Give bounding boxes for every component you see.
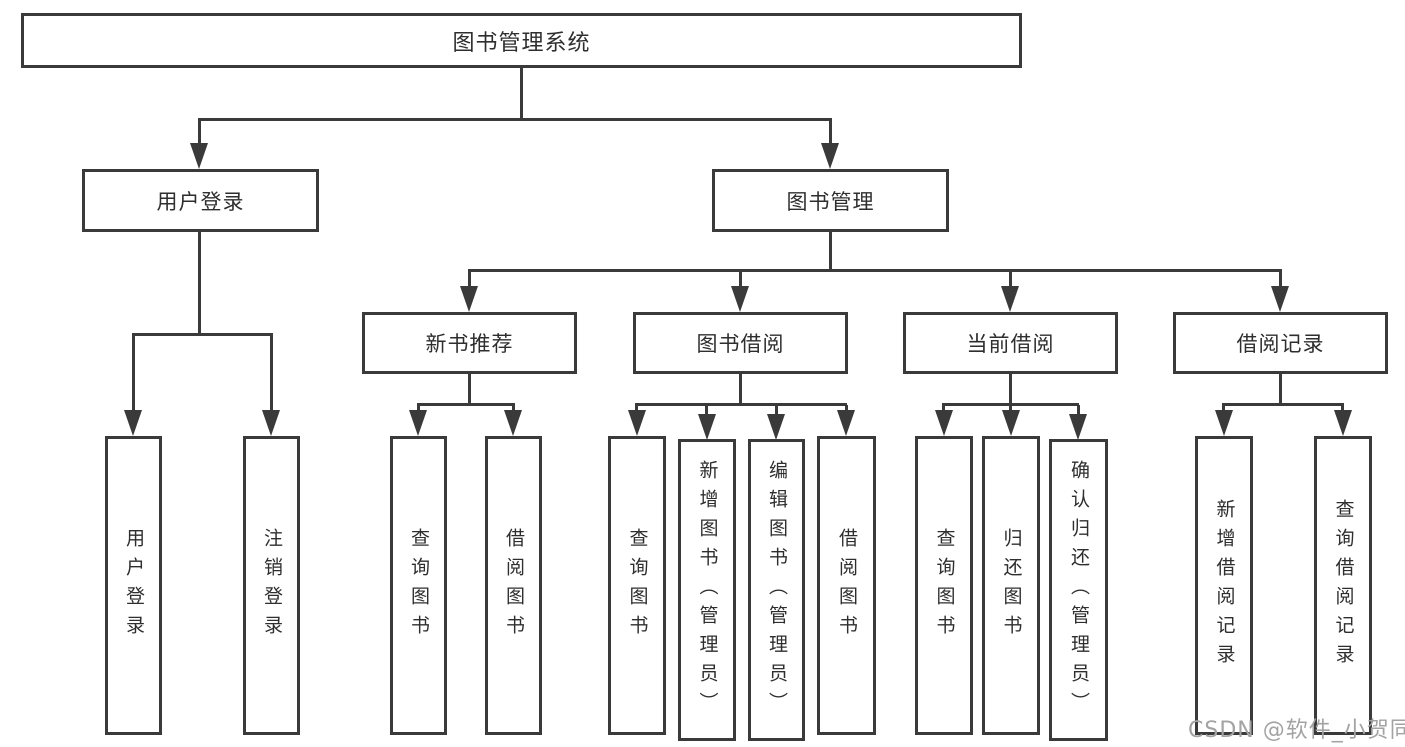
arrowhead-logout-leaf (262, 410, 280, 436)
node-borrowing-records: 借阅记录 (1173, 312, 1388, 374)
connector-drop-cb-query (942, 405, 945, 412)
arrowhead-bb-query (628, 410, 646, 436)
connector-drop-user-login (198, 120, 201, 145)
connector-root-rail (198, 118, 832, 121)
leaf-nb-borrow-books: 借阅图书 (485, 436, 542, 735)
connector-bookmgmt-stem (829, 232, 832, 271)
arrowhead-bb-borrow (837, 410, 855, 436)
csdn-watermark: CSDN @软件_小贺同学 (1188, 718, 1405, 743)
connector-borrowing-rail (635, 403, 847, 406)
arrowhead-cb-confirm (1069, 414, 1087, 440)
connector-drop-borrowing (739, 271, 742, 288)
connector-drop-cb-return (1009, 405, 1012, 412)
arrowhead-login-leaf (124, 410, 142, 436)
connector-drop-bb-borrow (845, 405, 848, 412)
arrowhead-book-mgmt (821, 143, 839, 169)
connector-drop-book-mgmt (829, 120, 832, 145)
connector-root-stem (520, 68, 523, 120)
leaf-bb-borrow-books: 借阅图书 (817, 436, 876, 735)
leaf-cb-query-books: 查询图书 (915, 436, 973, 735)
connector-drop-rec-add (1222, 405, 1225, 412)
arrowhead-nb-borrow (504, 410, 522, 436)
connector-newbooks-rail (417, 403, 515, 406)
node-book-management: 图书管理 (712, 169, 949, 232)
arrowhead-bb-edit (767, 414, 785, 440)
arrowhead-user-login (190, 143, 208, 169)
arrowhead-nb-query (409, 410, 427, 436)
arrowhead-current (1001, 286, 1019, 312)
connector-userlogin-stem (198, 232, 201, 335)
connector-drop-newbooks (468, 271, 471, 288)
leaf-cb-return-books: 归还图书 (982, 436, 1040, 735)
arrowhead-rec-query (1334, 410, 1352, 436)
connector-drop-login-leaf (132, 335, 135, 412)
leaf-cb-confirm-return-admin: 确认归还（管理员） (1049, 439, 1108, 741)
connector-drop-cb-confirm (1077, 405, 1080, 416)
arrowhead-newbooks (460, 286, 478, 312)
node-user-login: 用户登录 (82, 169, 319, 232)
connector-records-stem (1279, 374, 1282, 405)
node-root: 图书管理系统 (21, 13, 1022, 68)
leaf-bb-query-books: 查询图书 (608, 436, 666, 735)
connector-current-stem (1009, 374, 1012, 405)
connector-drop-records (1279, 271, 1282, 288)
leaf-bb-edit-books-admin: 编辑图书（管理员） (748, 439, 805, 741)
leaf-rec-query-record: 查询借阅记录 (1314, 436, 1372, 735)
leaf-logout: 注销登录 (243, 436, 300, 735)
connector-current-rail (942, 403, 1079, 406)
connector-drop-nb-query (417, 405, 420, 412)
connector-drop-bb-add (705, 405, 708, 416)
connector-records-rail (1222, 403, 1344, 406)
connector-drop-bb-query (635, 405, 638, 412)
arrowhead-bb-add (698, 414, 716, 440)
arrowhead-cb-query (935, 410, 953, 436)
node-new-book-recommend: 新书推荐 (362, 312, 577, 374)
arrowhead-cb-return (1002, 410, 1020, 436)
connector-drop-current (1009, 271, 1012, 288)
leaf-rec-add-record: 新增借阅记录 (1195, 436, 1253, 735)
arrowhead-borrowing (731, 286, 749, 312)
connector-drop-nb-borrow (512, 405, 515, 412)
connector-bookmgmt-rail (468, 269, 1282, 272)
connector-drop-rec-query (1341, 405, 1344, 412)
arrowhead-records (1271, 286, 1289, 312)
arrowhead-rec-add (1215, 410, 1233, 436)
node-book-borrowing: 图书借阅 (633, 312, 848, 374)
connector-drop-logout-leaf (270, 335, 273, 412)
leaf-nb-query-books: 查询图书 (390, 436, 447, 735)
leaf-user-login: 用户登录 (105, 436, 162, 735)
connector-borrowing-stem (739, 374, 742, 405)
node-current-borrowing: 当前借阅 (903, 312, 1118, 374)
connector-userlogin-rail (132, 333, 273, 336)
connector-drop-bb-edit (775, 405, 778, 416)
leaf-bb-add-books-admin: 新增图书（管理员） (678, 439, 736, 741)
connector-newbooks-stem (468, 374, 471, 405)
